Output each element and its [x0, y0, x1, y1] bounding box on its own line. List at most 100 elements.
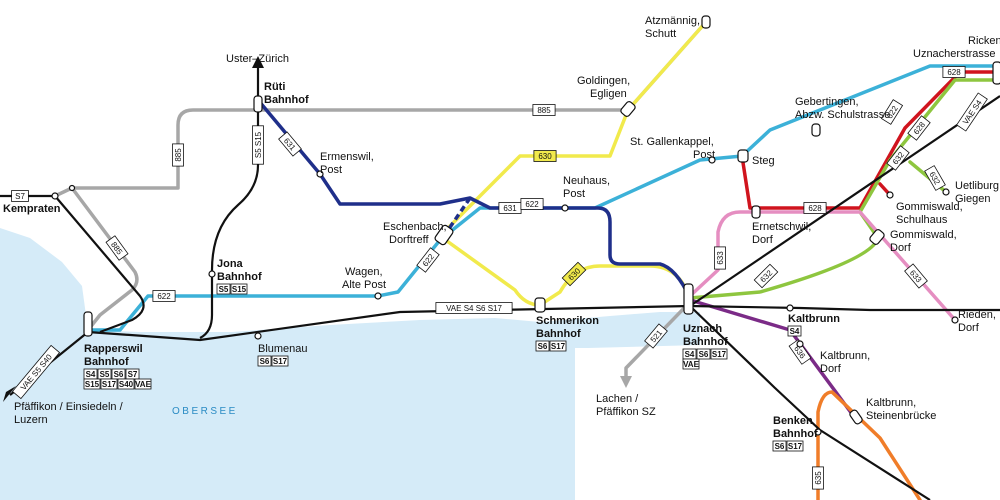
route-tag-bus622-esch: 622 [416, 247, 440, 273]
stop-ernetschwil[interactable] [751, 205, 761, 219]
stop-schmerikon[interactable] [534, 297, 546, 313]
stop-uznach[interactable] [683, 283, 694, 315]
stop-stgallenkappel[interactable] [708, 156, 716, 164]
stop-steg[interactable] [737, 149, 749, 163]
label-uznach-1: Uznach [683, 323, 722, 335]
label-ermenswil-1: Ermenswil, [320, 151, 374, 163]
stop-neuhaus[interactable] [561, 204, 569, 212]
badge-label: S5 [100, 370, 110, 379]
route-tag-bus628-top: 628 [942, 66, 966, 78]
arrow-uster [252, 56, 264, 68]
stop-uetliburg[interactable] [942, 188, 950, 196]
route-tag-label: VAE S4 S6 S17 [446, 304, 502, 313]
label-stgallenkappel-1: St. Gallenkappel, [630, 136, 714, 148]
label-rieden-1: Rieden, [958, 309, 996, 321]
stop-gommiswald-dorf[interactable] [869, 228, 886, 245]
label-benken-2: Bahnhof [773, 428, 818, 440]
label-pfaeffikon-2: Luzern [14, 414, 48, 426]
label-rapperswil-2: Bahnhof [84, 356, 129, 368]
route-tag-bus633-a: 633 [714, 246, 726, 270]
stop-rapperswil[interactable] [83, 311, 93, 337]
route-tag-label: 628 [808, 204, 822, 213]
arrow-pfaeffikon [3, 386, 16, 402]
badge-label: S40 [119, 380, 134, 389]
line-885 [53, 20, 708, 198]
label-rueti-2: Bahnhof [264, 94, 309, 106]
route-tag-s5s15-rueti: S5 S15 [252, 125, 264, 165]
stop-kaltbrunn-dorf[interactable] [796, 340, 804, 348]
route-tag-label: 628 [947, 68, 961, 77]
route-tag-bus622-mid: 622 [520, 198, 544, 210]
stop-atzmaennig[interactable] [701, 15, 711, 29]
stop-kempraten-bus[interactable] [68, 184, 76, 192]
label-kempraten: Kempraten [3, 203, 61, 215]
stop-gommiswald-schulhaus[interactable] [886, 191, 894, 199]
route-tag-bus622-east: 622 [880, 99, 904, 125]
stop-kaltbrunn-steinen[interactable] [849, 409, 864, 425]
stop-blumenau[interactable] [254, 332, 262, 340]
badge-label: S5 [219, 285, 229, 294]
badge-jona [216, 283, 231, 295]
stop-ermenswil[interactable] [316, 170, 324, 178]
label-gommiswald-dorf-2: Dorf [890, 242, 912, 254]
label-uetliburg-1: Uetliburg, [955, 180, 1000, 192]
badge-label: S4 [86, 370, 96, 379]
badge-label: S6 [114, 370, 124, 379]
route-tag-s7-kempraten: S7 [11, 190, 29, 202]
route-tag-bus628-mid: 628 [803, 202, 827, 214]
route-tag-bus631-mid: 631 [498, 202, 522, 214]
stop-rueti[interactable] [253, 95, 263, 113]
label-atzmaennig-2: Schutt [645, 28, 676, 40]
badge-kaltbrunn [787, 325, 802, 337]
stop-gebertingen[interactable] [811, 123, 821, 137]
route-tag-label: S7 [15, 192, 25, 201]
badge-label: S6 [538, 342, 548, 351]
stop-rieden[interactable] [951, 316, 959, 324]
route-tag-bus885-left: 885 [172, 143, 184, 167]
badge-rapperswil-row2 [134, 378, 152, 390]
badge-uznach-row1 [710, 348, 728, 360]
route-tag-bus632-b: 632 [924, 165, 946, 191]
label-lachen-2: Pfäffikon SZ [596, 406, 656, 418]
stop-goldingen[interactable] [620, 100, 637, 117]
label-schmerikon-1: Schmerikon [536, 315, 599, 327]
badge-benken [772, 440, 787, 452]
line-521 [624, 300, 692, 380]
label-kaltbrunn: Kaltbrunn [788, 313, 840, 325]
badge-label: S17 [712, 350, 727, 359]
stop-wagen[interactable] [374, 292, 382, 300]
stop-eschenbach[interactable] [434, 224, 454, 246]
rail-kempraten-rapperswil [0, 194, 145, 334]
route-tag-bus632-c: 632 [753, 263, 779, 289]
route-tag-bus885-top: 885 [532, 104, 556, 116]
rail-rueti-jona [199, 64, 260, 339]
route-tag-bus636: 636 [788, 339, 812, 365]
stop-jona[interactable] [208, 270, 216, 278]
label-ricken-2: Uznacherstrasse [913, 48, 996, 60]
badge-label: S7 [128, 370, 138, 379]
route-tag-bus521: 521 [644, 323, 668, 349]
stop-benken[interactable] [814, 428, 822, 436]
route-tag-label: 635 [814, 471, 823, 485]
route-tag-bus622-west: 622 [152, 290, 176, 302]
label-goldingen-2: Egligen [590, 88, 627, 100]
label-blumenau: Blumenau [258, 343, 308, 355]
label-neuhaus-1: Neuhaus, [563, 175, 610, 187]
badge-label: S15 [232, 285, 247, 294]
stop-ricken[interactable] [992, 61, 1000, 85]
badge-benken [786, 440, 804, 452]
stop-kaltbrunn[interactable] [786, 304, 794, 312]
label-schmerikon-2: Bahnhof [536, 328, 581, 340]
route-tag-bus885-diag: 885 [105, 235, 129, 261]
badge-blumenau [271, 355, 289, 367]
route-tag-label: 631 [503, 204, 517, 213]
label-jona-2: Bahnhof [217, 271, 262, 283]
label-gommiswald-schulhaus-1: Gommiswald, [896, 201, 963, 213]
route-tag-trains-mid: VAE S4 S6 S17 [435, 302, 513, 314]
stop-kempraten[interactable] [51, 192, 59, 200]
line-628 [740, 70, 1000, 210]
line-633 [688, 210, 957, 322]
label-lachen-1: Lachen / [596, 393, 639, 405]
line-635 [816, 390, 922, 500]
